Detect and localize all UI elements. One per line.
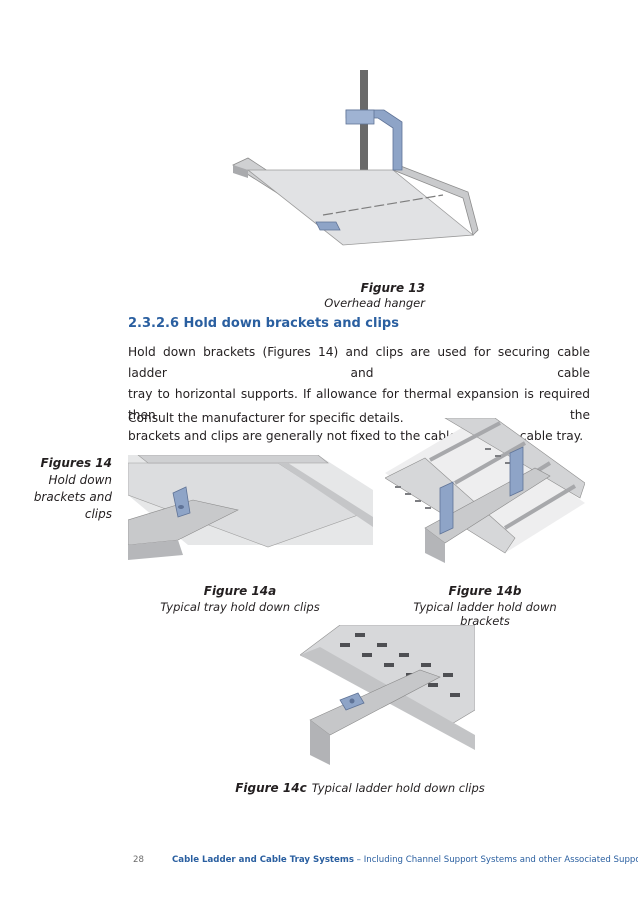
footer-title-block: Cable Ladder and Cable Tray Systems – In… <box>172 855 638 865</box>
figure-14c-illustration <box>300 625 475 765</box>
figure-13-illustration <box>228 70 483 265</box>
figure-14c-label: Figure 14c Typical ladder hold down clip… <box>200 777 520 796</box>
figure-14b-caption: Typical ladder hold down brackets <box>413 600 557 628</box>
figure-14a-caption: Typical tray hold down clips <box>160 600 320 614</box>
sidebar-line: Hold down <box>48 473 112 487</box>
page-number: 28 <box>133 855 144 865</box>
sidebar-figure-label: Figures 14 Hold down brackets and clips <box>20 455 112 523</box>
section-heading: 2.3.2.6 Hold down brackets and clips <box>128 316 399 331</box>
sidebar-line: Figures 14 <box>40 456 112 470</box>
figure-14c-caption: Typical ladder hold down clips <box>311 781 485 795</box>
footer-title: Cable Ladder and Cable Tray Systems <box>172 855 354 865</box>
sidebar-line: clips <box>84 507 112 521</box>
figure-13-caption: Overhead hanger <box>324 296 425 310</box>
section-paragraph-2: Consult the manufacturer for specific de… <box>128 411 404 425</box>
figure-14c-title: Figure 14c <box>235 781 307 795</box>
figure-14b-illustration <box>385 418 585 573</box>
figure-14a-title: Figure 14a <box>203 584 277 598</box>
figure-14b-title: Figure 14b <box>448 584 522 598</box>
figure-14a-illustration <box>128 455 373 567</box>
footer-subtitle: – Including Channel Support Systems and … <box>353 855 638 865</box>
figure-13-title: Figure 13 <box>360 281 425 295</box>
paragraph-line: Hold down brackets (Figures 14) and clip… <box>128 345 590 380</box>
sidebar-line: brackets and <box>33 490 112 504</box>
